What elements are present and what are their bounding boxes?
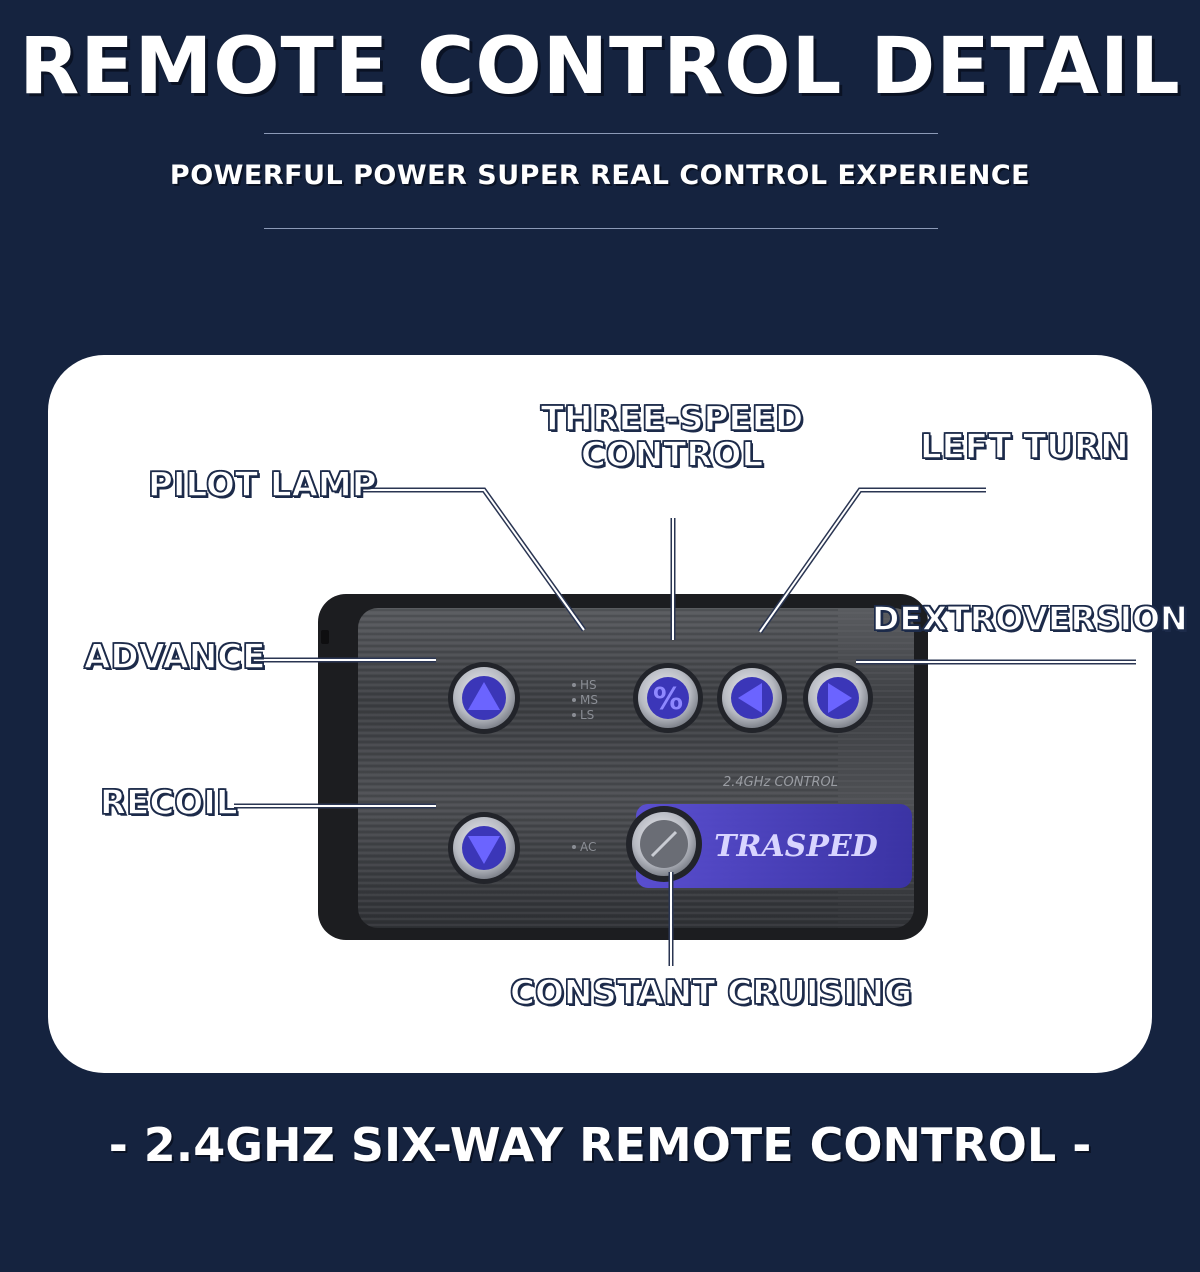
label-dextroversion: DEXTROVERSION <box>871 599 1188 638</box>
recoil-button[interactable] <box>448 812 520 884</box>
footer-caption: - 2.4GHZ SIX-WAY REMOTE CONTROL - <box>108 1118 1092 1172</box>
brand-logo: TRASPED <box>714 829 878 864</box>
label-advance: ADVANCE <box>83 637 266 677</box>
svg-text:%: % <box>653 682 683 717</box>
remote-control: HS MS LS AC % 2.4GHz CONTROL TRASPED <box>318 594 928 940</box>
right-turn-button[interactable] <box>803 663 873 733</box>
band-caption: 2.4GHz CONTROL <box>723 775 838 790</box>
label-three-speed-line1: THREE-SPEED <box>540 399 804 439</box>
label-three-speed-line2: CONTROL <box>580 434 764 475</box>
label-three-speed: THREE-SPEED CONTROL <box>540 399 804 475</box>
cruise-button[interactable] <box>626 806 702 882</box>
svg-text:HS: HS <box>580 678 597 692</box>
speed-indicators: HS MS LS AC <box>572 678 598 854</box>
label-constant-cruising: CONSTANT CRUISING <box>509 973 913 1013</box>
divider-top <box>264 133 938 134</box>
page-subtitle: POWERFUL POWER SUPER REAL CONTROL EXPERI… <box>169 160 1031 191</box>
label-recoil: RECOIL <box>99 783 238 823</box>
left-turn-button[interactable] <box>717 663 787 733</box>
svg-text:MS: MS <box>580 693 598 707</box>
svg-text:AC: AC <box>580 840 596 854</box>
page-title: REMOTE CONTROL DETAIL <box>19 22 1181 112</box>
advance-button[interactable] <box>448 662 520 734</box>
label-pilot-lamp: PILOT LAMP <box>147 465 377 505</box>
svg-text:LS: LS <box>580 708 594 722</box>
divider-bottom <box>264 228 938 229</box>
brand-band: TRASPED <box>636 804 912 888</box>
three-speed-button[interactable]: % <box>633 663 703 733</box>
label-left-turn: LEFT TURN <box>919 427 1129 467</box>
